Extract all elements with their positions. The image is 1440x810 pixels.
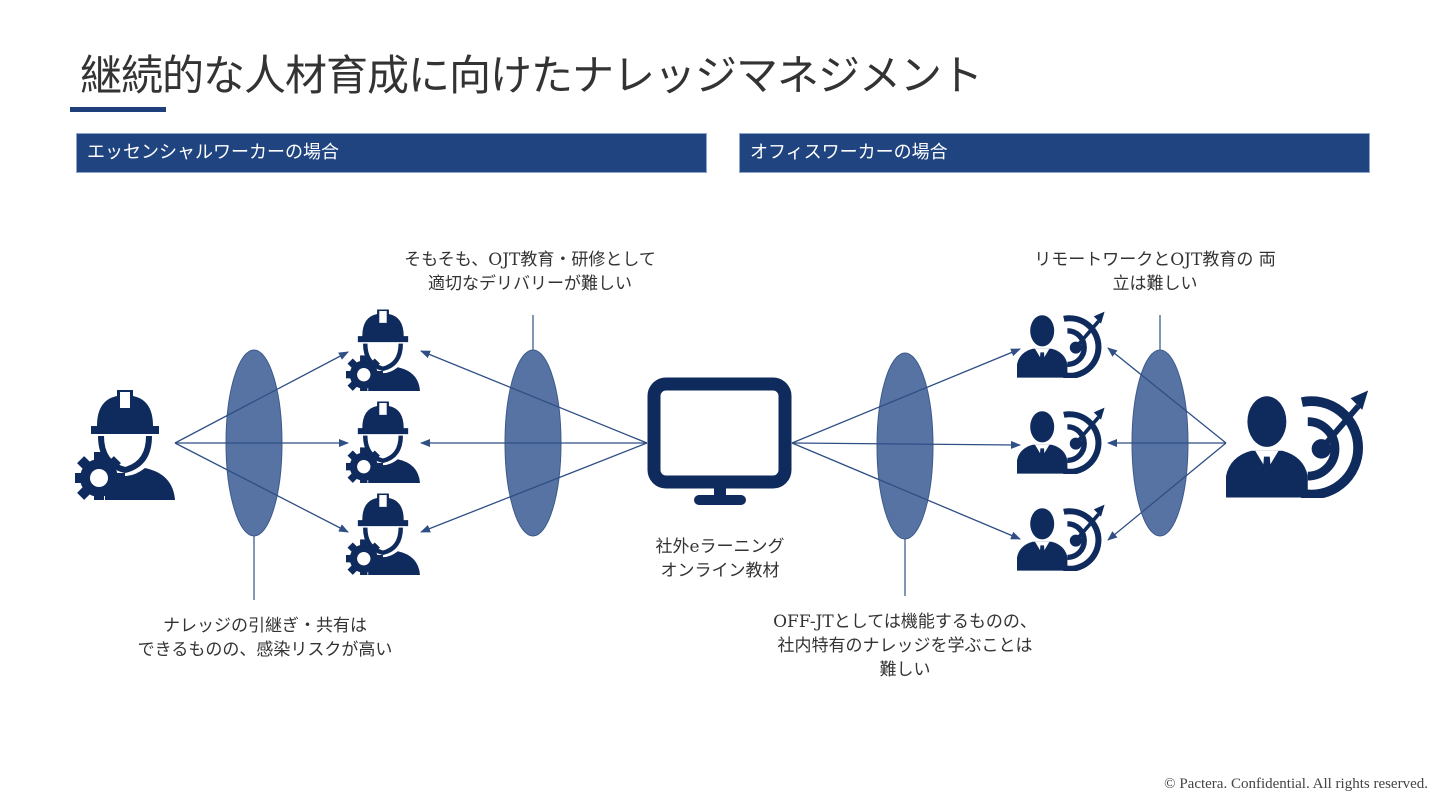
section-header-essential-workers: エッセンシャルワーカーの場合 — [76, 133, 707, 173]
businessman-target-icon — [1017, 312, 1105, 378]
title-underline — [70, 107, 166, 112]
note-line: 難しい — [879, 660, 931, 680]
businessman-target-icon — [1017, 505, 1105, 571]
construction-worker-gear-icon — [345, 494, 420, 578]
copyright-footer: © Pactera. Confidential. All rights rese… — [1164, 776, 1428, 792]
businessman-target-icon — [1017, 408, 1105, 474]
note-remote: リモートワークとOJT教育の 両 立は難しい — [1005, 248, 1305, 296]
arrow-elearning-to-office-1 — [791, 348, 1021, 444]
barrier-ellipse-offjt — [876, 352, 934, 540]
note-ojt-delivery: そもそも、OJT教育・研修として 適切なデリバリーが難しい — [380, 248, 680, 296]
arrow-elearning-to-office-2 — [791, 440, 1021, 449]
note-line: OFF-JTとしては機能するものの、 — [773, 612, 1037, 632]
note-line: できるものの、感染リスクが高い — [137, 640, 393, 660]
arrow-elearning-to-essential-1 — [420, 350, 648, 444]
arrow-trainer-to-trainee-3 — [174, 442, 349, 533]
construction-worker-gear-icon — [345, 310, 420, 394]
arrow-office-trainer-to-trainee-1 — [1107, 347, 1227, 444]
section-header-office-workers: オフィスワーカーの場合 — [739, 133, 1370, 173]
note-line: 立は難しい — [1112, 274, 1198, 294]
note-line: ナレッジの引継ぎ・共有は — [163, 616, 367, 636]
note-offjt: OFF-JTとしては機能するものの、 社内特有のナレッジを学ぶことは 難しい — [740, 610, 1070, 682]
arrow-office-trainer-to-trainee-3 — [1107, 442, 1227, 541]
arrow-elearning-to-office-3 — [791, 442, 1021, 540]
arrow-elearning-to-essential-3 — [420, 442, 648, 533]
note-line: リモートワークとOJT教育の 両 — [1034, 250, 1276, 270]
note-elearning: 社外eラーニング オンライン教材 — [620, 535, 820, 583]
construction-worker-gear-icon — [345, 402, 420, 486]
construction-worker-gear-icon — [73, 390, 175, 504]
page-title: 継続的な人材育成に向けたナレッジマネジメント — [80, 51, 983, 100]
note-knowledge-transfer: ナレッジの引継ぎ・共有は できるものの、感染リスクが高い — [115, 614, 415, 662]
arrow-trainer-to-trainee-1 — [174, 351, 349, 444]
businessman-target-icon — [1226, 390, 1368, 497]
monitor-icon — [647, 377, 792, 505]
note-line: そもそも、OJT教育・研修として — [404, 250, 656, 270]
note-line: 適切なデリバリーが難しい — [428, 274, 632, 294]
note-line: 社外eラーニング — [655, 537, 785, 557]
note-line: オンライン教材 — [660, 561, 780, 581]
note-line: 社内特有のナレッジを学ぶことは — [777, 636, 1033, 656]
